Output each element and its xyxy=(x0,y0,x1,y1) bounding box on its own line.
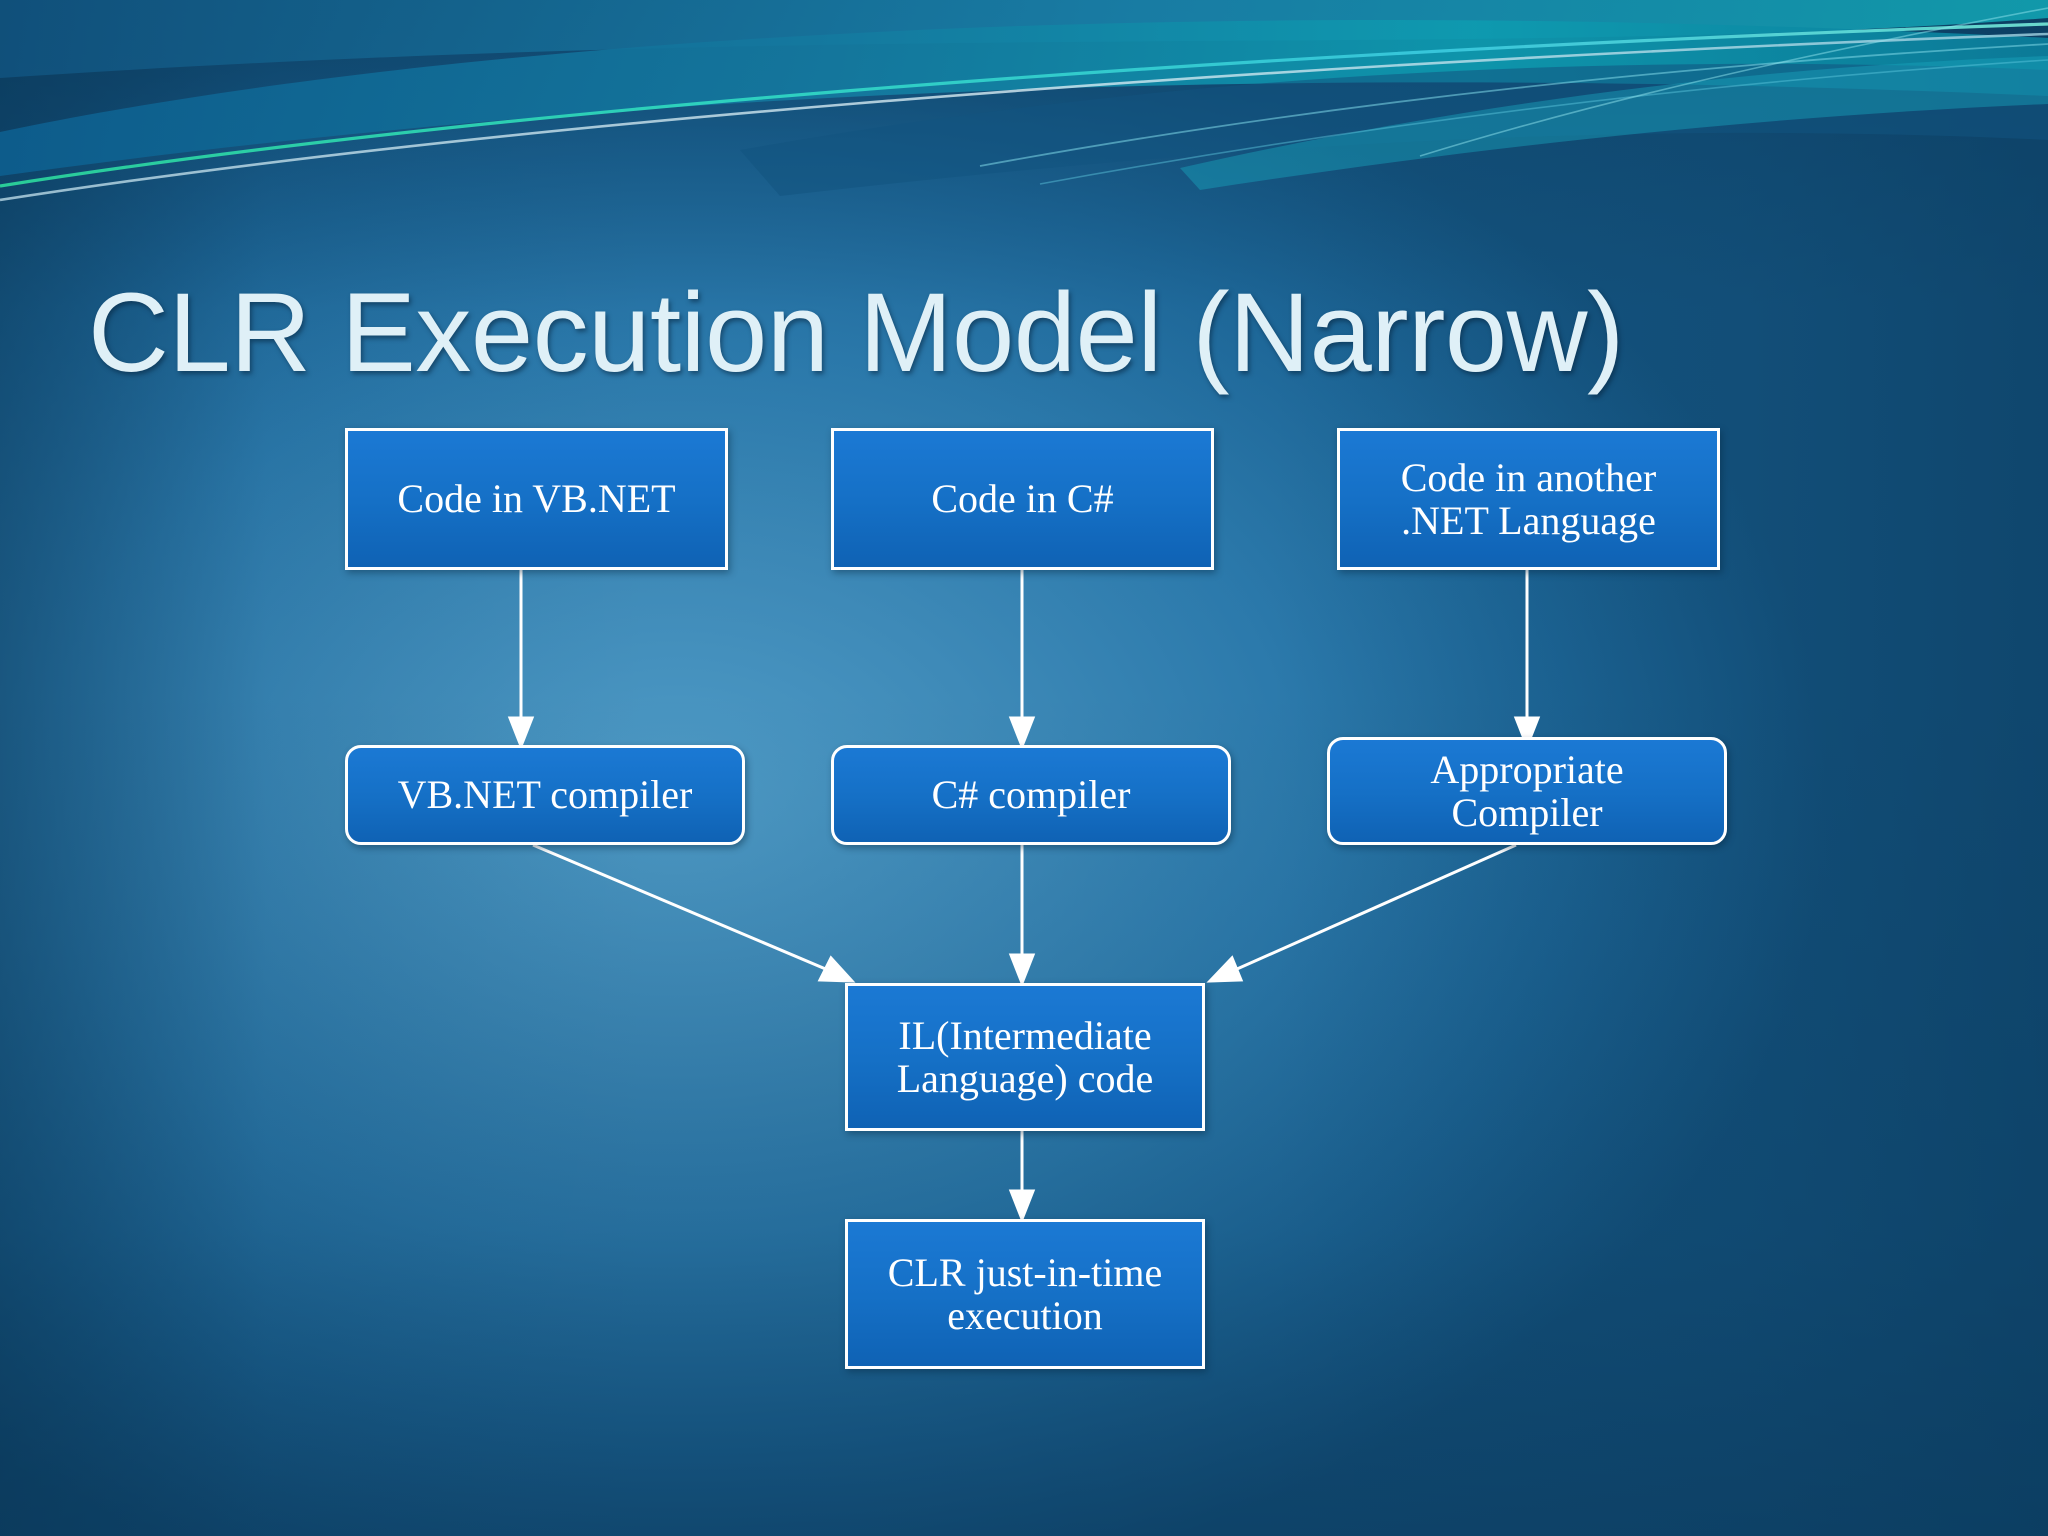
connector-vb-source-to-vb-compiler xyxy=(507,570,535,751)
node-label: Code in another .NET Language xyxy=(1401,456,1657,542)
node-csharp-compiler[interactable]: C# compiler xyxy=(831,745,1231,845)
node-label-line-2: execution xyxy=(947,1293,1103,1338)
node-label: Appropriate Compiler xyxy=(1430,748,1623,834)
node-label: CLR just-in-time execution xyxy=(888,1251,1162,1337)
connector-cs-compiler-to-il xyxy=(1008,845,1036,988)
connector-vb-compiler-to-il xyxy=(532,843,856,983)
node-label: VB.NET compiler xyxy=(397,772,693,818)
node-code-in-csharp[interactable]: Code in C# xyxy=(831,428,1214,570)
node-appropriate-compiler[interactable]: Appropriate Compiler xyxy=(1327,737,1727,845)
node-code-in-another-net-language[interactable]: Code in another .NET Language xyxy=(1337,428,1720,570)
node-il-intermediate-language-code[interactable]: IL(Intermediate Language) code xyxy=(845,983,1205,1131)
connector-other-compiler-to-il xyxy=(1206,843,1517,983)
node-label-line-2: Language) code xyxy=(896,1056,1154,1101)
node-label: IL(Intermediate Language) code xyxy=(897,1014,1154,1100)
connector-cs-source-to-cs-compiler xyxy=(1008,570,1036,751)
slide-title: CLR Execution Model (Narrow) xyxy=(88,270,1624,396)
node-code-in-vbnet[interactable]: Code in VB.NET xyxy=(345,428,728,570)
node-label-line-2: Compiler xyxy=(1451,790,1603,835)
connector-il-to-clr xyxy=(1008,1131,1036,1224)
node-label-line-1: Code in another xyxy=(1400,454,1657,500)
node-label-line-1: CLR just-in-time xyxy=(887,1249,1163,1295)
node-label: Code in C# xyxy=(931,476,1114,522)
node-vbnet-compiler[interactable]: VB.NET compiler xyxy=(345,745,745,845)
connector-other-source-to-other-compiler xyxy=(1513,570,1541,751)
node-label-line-2: .NET Language xyxy=(1401,498,1656,543)
node-clr-just-in-time-execution[interactable]: CLR just-in-time execution xyxy=(845,1219,1205,1369)
node-label-line-1: IL(Intermediate xyxy=(898,1012,1152,1058)
node-label-line-1: Appropriate xyxy=(1430,746,1624,792)
node-label: Code in VB.NET xyxy=(397,476,676,522)
decorative-wave-banner xyxy=(0,0,2048,260)
node-label: C# compiler xyxy=(931,772,1131,818)
